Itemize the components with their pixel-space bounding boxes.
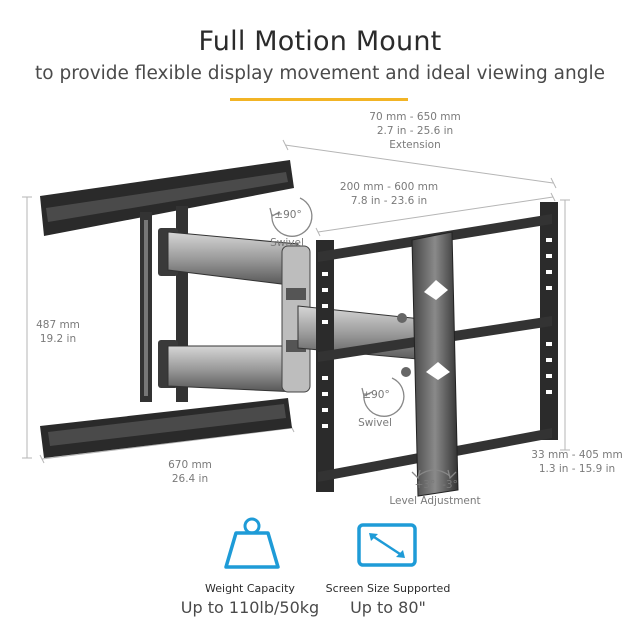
vesa-width-mm: 200 mm - 600 mm: [339, 181, 439, 193]
arm-height-dimension: 487 mm 19.2 in: [26, 318, 90, 346]
level-plus: +3°: [414, 479, 436, 491]
screen-size-value: Up to 80": [350, 598, 426, 617]
extension-in: 2.7 in - 25.6 in: [376, 125, 454, 137]
swivel-bottom-label: Swivel: [358, 417, 392, 429]
arm-width-in: 26.4 in: [171, 473, 209, 485]
vesa-height-dimension: 33 mm - 405 mm 1.3 in - 15.9 in: [522, 448, 632, 476]
swivel-bottom-icon: [361, 377, 405, 417]
dimension-lines: [22, 139, 570, 464]
level-minus: -3°: [442, 479, 458, 491]
swing-arms: [158, 228, 451, 393]
page-title: Full Motion Mount: [198, 26, 442, 57]
swivel-top-label: Swivel: [270, 237, 304, 249]
arm-height-in: 19.2 in: [39, 333, 77, 345]
weight-icon: [224, 517, 280, 569]
arm-height-mm: 487 mm: [36, 319, 80, 331]
swivel-top-angle: ±90°: [274, 209, 302, 221]
weight-capacity-value: Up to 110lb/50kg: [180, 598, 320, 617]
weight-capacity-label: Weight Capacity: [205, 582, 295, 595]
screen-size-label: Screen Size Supported: [325, 582, 451, 595]
screen-size-icon: [357, 523, 417, 567]
accent-divider: [230, 98, 408, 101]
vesa-width-dimension: 200 mm - 600 mm 7.8 in - 23.6 in: [334, 180, 444, 208]
swivel-top-icon: [269, 197, 313, 237]
extension-dimension: 70 mm - 650 mm 2.7 in - 25.6 in Extensio…: [360, 110, 470, 152]
page-subtitle: to provide flexible display movement and…: [35, 63, 605, 84]
tv-bracket: [316, 202, 558, 497]
extension-mm: 70 mm - 650 mm: [369, 111, 461, 123]
arm-width-mm: 670 mm: [168, 459, 212, 471]
arm-width-dimension: 670 mm 26.4 in: [160, 458, 220, 486]
vesa-height-mm: 33 mm - 405 mm: [531, 449, 623, 461]
level-adjust-icon: [411, 469, 457, 480]
vesa-height-in: 1.3 in - 15.9 in: [538, 463, 616, 475]
wall-plate: [40, 160, 294, 458]
swivel-bottom-angle: ±90°: [362, 389, 390, 401]
extension-label: Extension: [389, 139, 441, 151]
level-label: Level Adjustment: [389, 495, 481, 507]
vesa-width-in: 7.8 in - 23.6 in: [350, 195, 428, 207]
